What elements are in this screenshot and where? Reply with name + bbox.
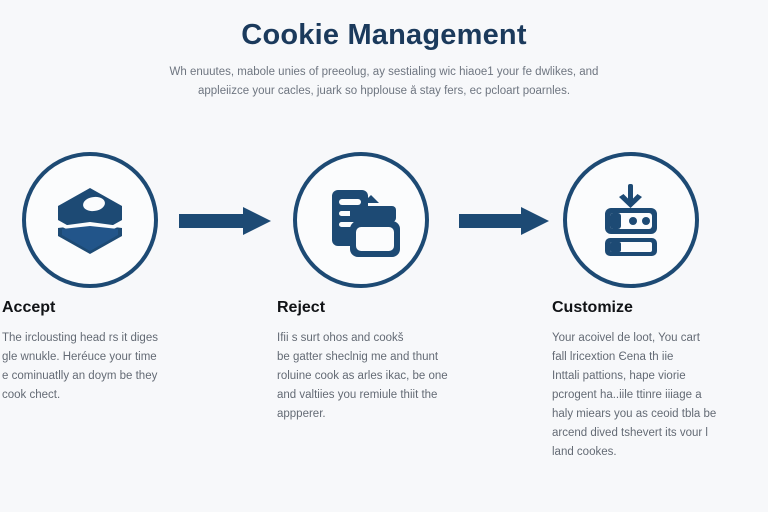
step-body-customize: Your acoivel de loot, You cart fall lric… xyxy=(552,329,752,462)
flow-diagram xyxy=(0,148,768,296)
body-line: cook chect. xyxy=(2,389,61,401)
stacked-layers-icon xyxy=(58,188,122,254)
body-line: pcrogent ha..iile ttinre iiiage a xyxy=(552,389,702,401)
step-icon-circle-customize xyxy=(563,152,699,288)
body-line: e cominuatlly an doym be they xyxy=(2,370,158,382)
step-label-accept: Accept xyxy=(2,299,56,316)
flow-arrow-1 xyxy=(179,206,271,236)
body-line: be gatter sheclnig me and thunt xyxy=(277,351,439,363)
body-line: haly miears you as ceoid tbla be xyxy=(552,408,717,420)
body-line: appperer. xyxy=(277,408,326,420)
page-subtitle: Wh enuutes, mabole unies of preeolug, ay… xyxy=(124,63,644,101)
body-line: The irclousting head rs it diges xyxy=(2,332,158,344)
body-line: Your acoivel de loot, You cart xyxy=(552,332,700,344)
step-label-customize: Customize xyxy=(552,299,633,316)
header: Cookie Management Wh enuutes, mabole uni… xyxy=(0,18,768,101)
body-line: land cookes. xyxy=(552,446,617,458)
step-icon-circle-accept xyxy=(22,152,158,288)
body-line: and valtiies you remiule thiit the xyxy=(277,389,438,401)
step-label-reject: Reject xyxy=(277,299,326,316)
step-body-reject: Ifii s surt ohos and cookš be gatter she… xyxy=(277,329,472,424)
subtitle-line-2: appleiizce your cacles, juark so hpplous… xyxy=(197,85,571,97)
body-line: arcend dived tshevert its vour l xyxy=(552,427,708,439)
step-column-customize: Customize Your acoivel de loot, You cart… xyxy=(552,298,752,462)
body-line: gle wnukle. Heréuce your time xyxy=(2,351,157,363)
subtitle-line-1: Wh enuutes, mabole unies of preeolug, ay… xyxy=(169,66,599,78)
documents-stack-icon xyxy=(332,190,400,257)
step-descriptions: Accept The irclousting head rs it diges … xyxy=(0,298,768,498)
arrow-right-icon xyxy=(459,207,549,235)
page-title: Cookie Management xyxy=(241,19,527,51)
body-line: fall lricextion Єena th iie xyxy=(552,351,674,363)
sliders-download-icon xyxy=(605,184,657,256)
flow-arrow-2 xyxy=(459,206,549,236)
body-line: Inttali pattions, hape viorie xyxy=(552,370,686,382)
step-icon-circle-reject xyxy=(293,152,429,288)
step-column-accept: Accept The irclousting head rs it diges … xyxy=(2,298,187,405)
body-line: Ifii s surt ohos and cookš xyxy=(277,332,404,344)
body-line: roluine cook as arles ikac, be one xyxy=(277,370,448,382)
step-body-accept: The irclousting head rs it diges gle wnu… xyxy=(2,329,187,405)
arrow-right-icon xyxy=(179,207,271,235)
step-column-reject: Reject Ifii s surt ohos and cookš be gat… xyxy=(277,298,472,424)
